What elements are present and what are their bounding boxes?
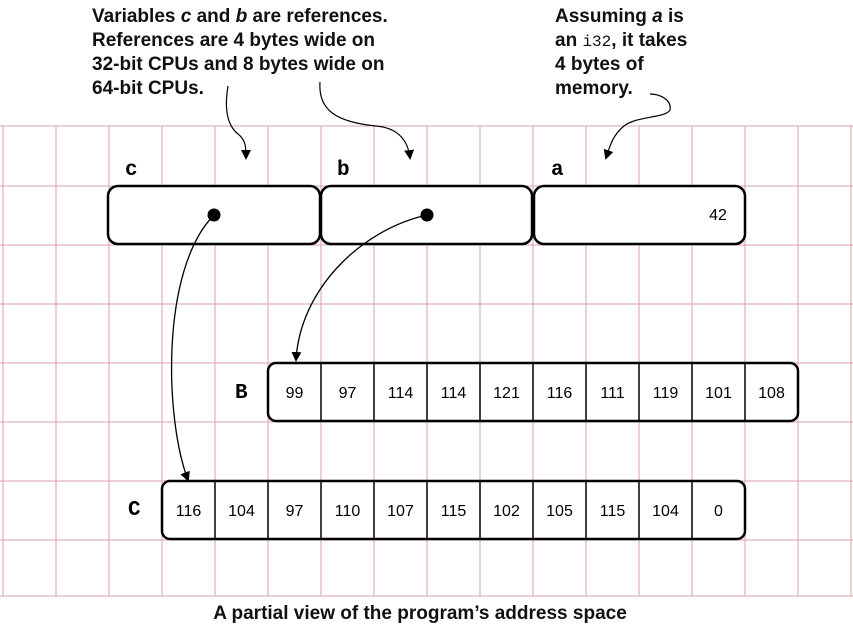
- array-b-cell-value: 108: [758, 385, 785, 402]
- array-c-cell-value: 0: [714, 503, 723, 520]
- array-b-cell-value: 119: [653, 385, 679, 402]
- array-c-cell-value: 102: [493, 503, 520, 520]
- array-c-cell-value: 107: [387, 503, 414, 520]
- array-c-cell-value: 97: [286, 503, 304, 520]
- variable-c-label: c: [125, 159, 138, 182]
- array-c-label: C: [128, 499, 141, 522]
- array-b-cell-value: 121: [493, 385, 520, 402]
- array-b-cell-value: 111: [600, 385, 624, 402]
- array-c-cell-value: 104: [652, 503, 679, 520]
- references-note-line-0: Variables c and b are references.: [92, 6, 388, 27]
- assuming-note-line-2: 4 bytes of: [555, 54, 644, 75]
- pointer-c-to-array-c: [170, 214, 215, 482]
- array-c-outline: [160, 479, 747, 541]
- array-b-cell-value: 99: [286, 385, 304, 402]
- array-b-cell-value: 97: [339, 385, 357, 402]
- assuming-note-line-1: an i32, it takes: [555, 30, 687, 51]
- references-note-line-2: 32-bit CPUs and 8 bytes wide on: [92, 54, 384, 75]
- array-c-cell-value: 105: [546, 503, 573, 520]
- references-note: Variables c and b are references. Referen…: [92, 6, 388, 99]
- note-arrow-to-a: [603, 93, 671, 160]
- references-note-line-3: 64-bit CPUs.: [92, 78, 204, 99]
- array-c: 116 104 97 110 107 115 102 105 115 104 0: [160, 479, 747, 541]
- assuming-note-line-3: memory.: [555, 78, 633, 99]
- array-c-cell-value: 104: [228, 503, 255, 520]
- note-arrow-to-c: [225, 85, 251, 160]
- note-arrow-to-b: [319, 81, 415, 160]
- array-b-cell-value: 116: [547, 385, 573, 402]
- assuming-note-line-0: Assuming a is: [555, 6, 684, 27]
- array-b-label: B: [235, 382, 248, 405]
- array-b-cell-value: 101: [705, 385, 732, 402]
- diagram-caption: A partial view of the program’s address …: [213, 603, 627, 624]
- array-b-cell-value: 114: [441, 385, 467, 402]
- array-c-cell-value: 110: [335, 503, 361, 520]
- assuming-note: Assuming a is an i32, it takes 4 bytes of m…: [555, 6, 687, 99]
- array-b-cell-value: 114: [388, 385, 414, 402]
- pointer-b-to-array-b: [291, 214, 428, 362]
- array-b: 99 97 114 114 121 116 111 119 101 108: [266, 361, 800, 423]
- array-c-cell-value: 115: [600, 503, 626, 520]
- variable-a-value: 42: [709, 207, 727, 224]
- references-note-line-1: References are 4 bytes wide on: [92, 30, 375, 51]
- variable-a-box: [532, 184, 747, 246]
- array-c-cell-value: 116: [176, 503, 202, 520]
- array-c-cell-value: 115: [441, 503, 467, 520]
- variable-a-label: a: [551, 159, 564, 182]
- variable-b-label: b: [337, 159, 350, 182]
